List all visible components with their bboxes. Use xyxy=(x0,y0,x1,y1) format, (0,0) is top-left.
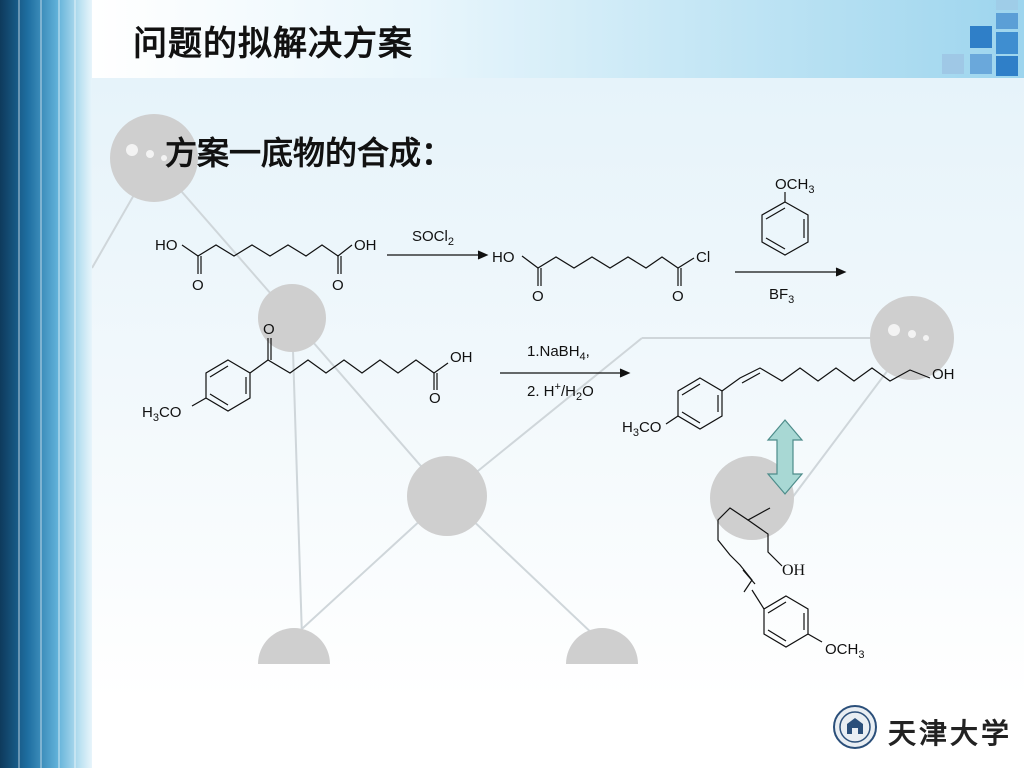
label-oh-4: OH xyxy=(782,562,806,579)
label-ho-1: HO xyxy=(155,237,178,254)
university-seal-icon xyxy=(833,705,877,749)
label-o-1: O xyxy=(192,277,204,294)
label-o-5: O xyxy=(429,390,441,407)
content-background xyxy=(92,78,1024,700)
equivalence-double-arrow-icon xyxy=(766,419,804,495)
label-och3-bottom: OCH3 xyxy=(825,641,864,661)
reagent-bf3: BF3 xyxy=(769,286,794,306)
reagent-nabh4: 1.NaBH4, xyxy=(527,343,590,363)
page-title: 问题的拟解决方案 xyxy=(133,24,413,64)
label-cl: Cl xyxy=(696,249,710,266)
label-och3-anisole: OCH3 xyxy=(775,176,814,196)
label-oh-2: OH xyxy=(450,349,473,366)
label-o-ketone: O xyxy=(263,321,275,338)
label-oh-3: OH xyxy=(932,366,955,383)
label-ho-2: HO xyxy=(492,249,515,266)
left-decorative-bar xyxy=(0,0,92,768)
university-name: 天津大学 xyxy=(888,717,1013,750)
label-o-3: O xyxy=(532,288,544,305)
label-o-2: O xyxy=(332,277,344,294)
reagent-h-h2o: 2. H+/H2O xyxy=(527,381,594,403)
reagent-socl2: SOCl2 xyxy=(412,228,454,248)
header-band xyxy=(92,0,1024,78)
decorative-squares xyxy=(930,0,1024,80)
label-h3co-1: H3CO xyxy=(142,404,181,424)
watermark-network xyxy=(92,114,954,664)
label-o-4: O xyxy=(672,288,684,305)
scheme-heading: 方案一底物的合成： xyxy=(165,134,454,172)
label-h3co-2: H3CO xyxy=(622,419,661,439)
label-oh-1: OH xyxy=(354,237,377,254)
